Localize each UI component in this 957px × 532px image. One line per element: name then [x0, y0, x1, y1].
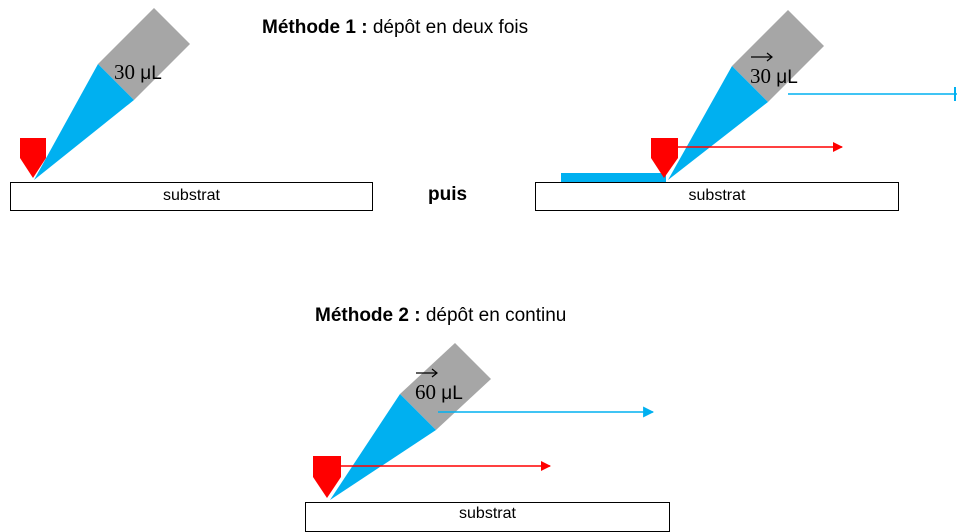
pipette-left — [34, 8, 190, 180]
method1-substrate-right: substrat — [535, 182, 899, 211]
volume-label-bottom: 60 μL — [415, 368, 463, 405]
volume-label-left: 30 μL — [114, 60, 162, 85]
volume-right-num: 30 — [750, 64, 771, 88]
vector-arrow-icon — [751, 52, 773, 62]
method1-title-bold: Méthode 1 : — [262, 17, 368, 38]
pipette-right — [668, 10, 824, 180]
method2-title-bold: Méthode 2 : — [315, 305, 421, 326]
substrate-left-label: substrat — [163, 187, 220, 204]
puis-label: puis — [428, 184, 468, 205]
tip-marker-left — [20, 138, 46, 178]
substrate-right-label: substrat — [688, 187, 746, 204]
deposited-film — [561, 173, 666, 182]
volume-left-unit: μL — [135, 63, 162, 84]
pipette-right-body — [732, 10, 824, 102]
method1-title: Méthode 1 : dépôt en deux fois — [262, 17, 528, 39]
pipette-right-tip — [668, 66, 768, 180]
method1-substrate-left: substrat — [10, 182, 373, 211]
method2-title-text: dépôt en continu — [420, 305, 567, 326]
volume-label-right: 30 μL — [750, 52, 798, 89]
substrate-bottom-label: substrat — [459, 505, 516, 522]
method1-title-text: dépôt en deux fois — [367, 17, 529, 38]
pipette-bottom-tip — [330, 394, 436, 500]
vector-60: 60 — [415, 368, 438, 405]
vector-arrow-icon — [416, 368, 438, 378]
pipette-bottom — [330, 343, 491, 500]
volume-bottom-unit: μL — [436, 383, 463, 404]
pipette-left-body — [98, 8, 190, 100]
pipette-bottom-body — [400, 343, 491, 430]
volume-left-num: 30 — [114, 60, 135, 84]
volume-right-unit: μL — [771, 67, 798, 88]
vector-30: 30 — [750, 52, 773, 89]
method2-title: Méthode 2 : dépôt en continu — [315, 305, 566, 327]
tip-marker-right — [651, 138, 678, 178]
pipette-left-tip — [34, 64, 134, 180]
volume-bottom-num: 60 — [415, 380, 436, 404]
